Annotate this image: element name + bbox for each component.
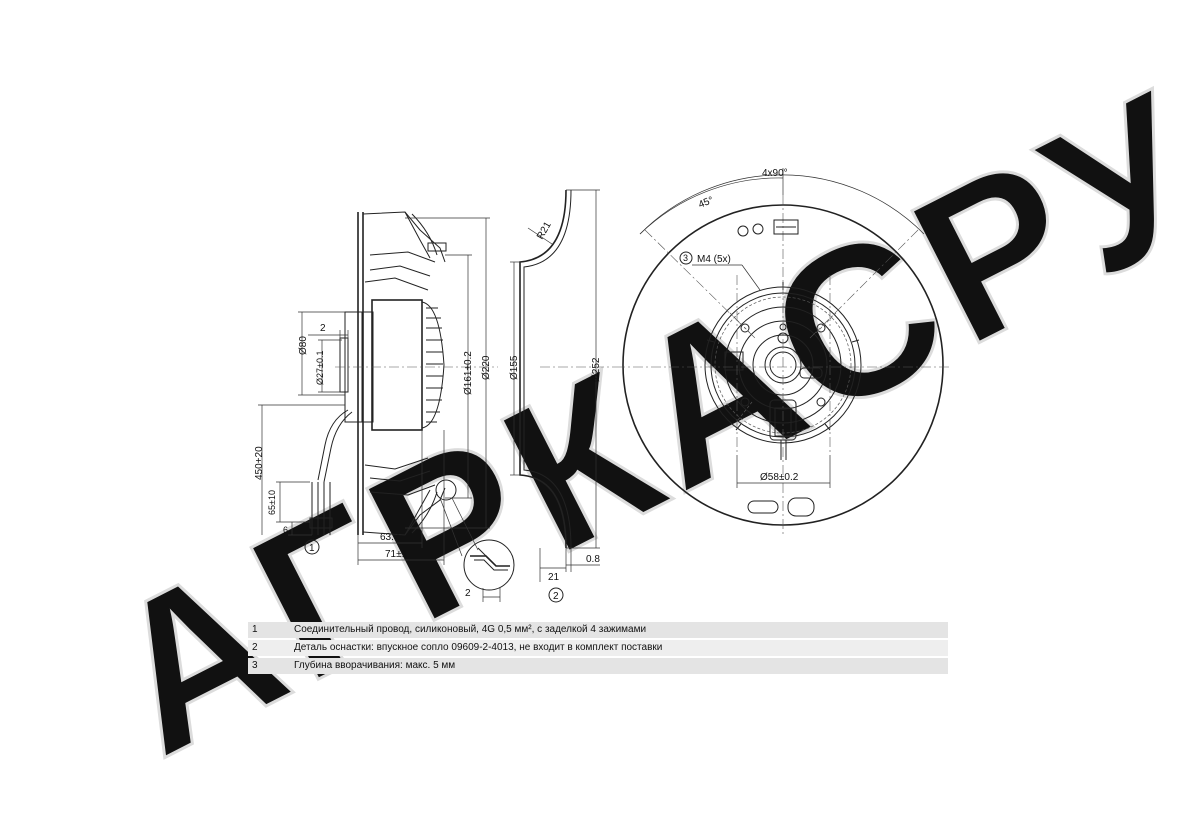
note-text: Глубина вворачивания: макс. 5 мм xyxy=(294,660,456,671)
dim-len2-bottom: 2 xyxy=(465,588,471,599)
dim-len6: 6 xyxy=(283,525,288,535)
side-view-dimensions: Ø80 Ø27±0.1 2 450+20 65±10 6 1 63.7 71±1… xyxy=(254,217,515,602)
callout-2: 2 xyxy=(553,591,559,602)
watermark-text: АГРКАСРУ xyxy=(71,44,1200,801)
dim-r21: R21 xyxy=(535,220,554,242)
dim-len08: 0.8 xyxy=(586,554,600,565)
note-number: 1 xyxy=(252,624,258,635)
dim-d27: Ø27±0.1 xyxy=(315,351,325,385)
notes-table: 1 Соединительный провод, силиконовый, 4G… xyxy=(248,622,948,676)
dim-d155: Ø155 xyxy=(509,355,520,380)
dim-d220: Ø220 xyxy=(481,355,492,380)
note-row: 3 Глубина вворачивания: макс. 5 мм xyxy=(248,658,948,674)
dim-d58: Ø58±0.2 xyxy=(760,472,799,483)
note-text: Соединительный провод, силиконовый, 4G 0… xyxy=(294,624,647,635)
callout-3: 3 xyxy=(683,253,688,263)
note-row: 2 Деталь оснастки: впускное сопло 09609-… xyxy=(248,640,948,656)
dim-d161: Ø161±0.2 xyxy=(463,351,474,395)
dim-m4: M4 (5x) xyxy=(697,254,731,265)
note-number: 2 xyxy=(252,642,258,653)
side-view xyxy=(309,211,479,557)
dim-len21: 21 xyxy=(548,572,560,583)
dim-angle45: 45° xyxy=(697,195,715,211)
dim-len65: 65±10 xyxy=(267,490,277,515)
dim-angle4x90: 4x90° xyxy=(762,168,788,179)
dim-d252: Ø252 xyxy=(591,357,602,382)
front-view: 45° 4x90° 3 M4 (5x) Ø58±0.2 xyxy=(615,168,950,535)
note-text: Деталь оснастки: впускное сопло 09609-2-… xyxy=(294,642,663,653)
callout-1: 1 xyxy=(309,543,315,554)
dim-len63: 63.7 xyxy=(380,532,400,543)
dim-len2-top: 2 xyxy=(320,323,326,334)
dim-d80: Ø80 xyxy=(298,336,309,355)
dim-len71: 71±1 xyxy=(385,549,408,560)
dim-len450: 450+20 xyxy=(254,446,265,480)
note-row: 1 Соединительный провод, силиконовый, 4G… xyxy=(248,622,948,638)
note-number: 3 xyxy=(252,660,258,671)
nozzle-view: Ø252 Ø155 R21 21 0.8 2 xyxy=(509,189,615,603)
